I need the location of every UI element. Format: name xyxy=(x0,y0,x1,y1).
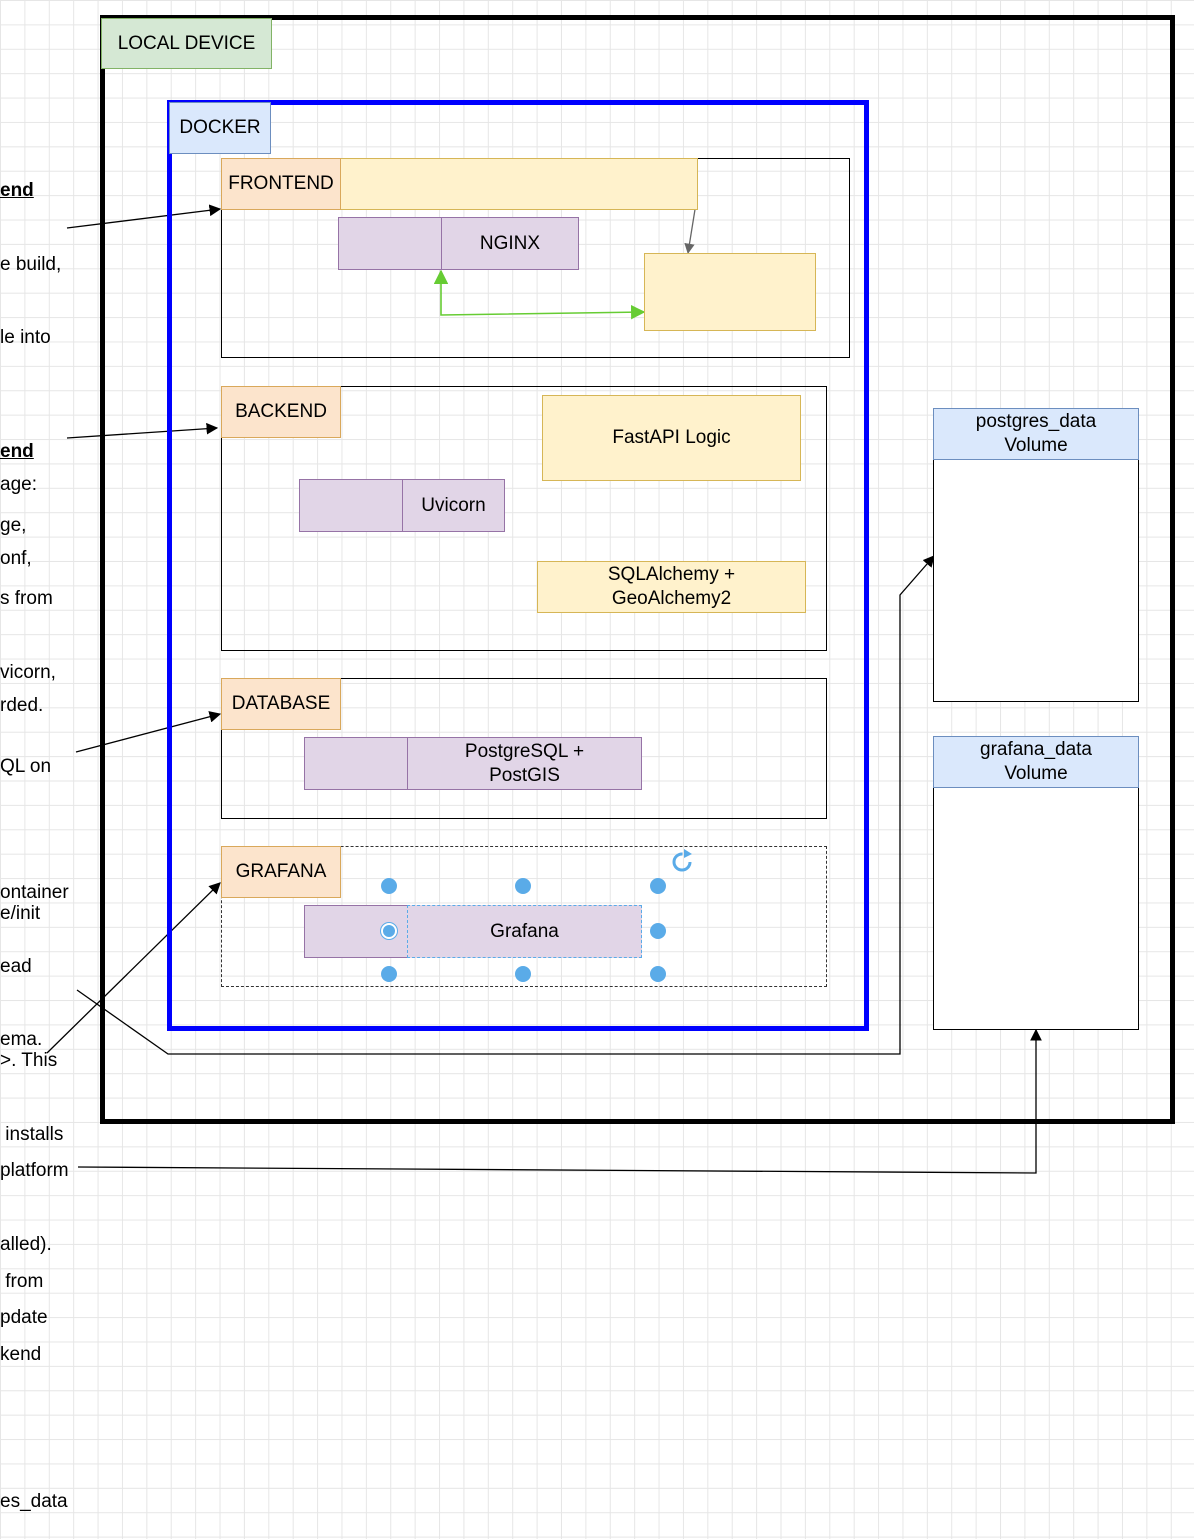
side-note-line xyxy=(0,829,68,854)
database-label: DATABASE xyxy=(221,678,341,730)
side-note-grafana: platform alled). pdate xyxy=(0,1110,69,1355)
side-note-backend-heading: end xyxy=(0,441,34,462)
side-note-line: rded. xyxy=(0,694,44,716)
side-note-line: ead xyxy=(0,955,32,977)
selection-handle[interactable] xyxy=(381,923,397,939)
side-note-line: s from xyxy=(0,588,53,609)
side-note-line: alled). xyxy=(0,1233,52,1255)
grafana-box[interactable]: Grafana xyxy=(407,905,642,958)
nginx-box[interactable]: NGINX xyxy=(441,217,579,270)
side-note-line: vicorn, xyxy=(0,661,56,683)
side-note-line: >. This xyxy=(0,1050,58,1071)
side-note-line: ontainer xyxy=(0,882,69,903)
selection-handle[interactable] xyxy=(650,966,666,982)
side-note-frontend: end e build, le into age: onf, rded. xyxy=(0,130,61,743)
side-note-line: e/init xyxy=(0,903,41,924)
local-device-container[interactable] xyxy=(100,15,1175,1124)
side-note-line: ge, xyxy=(0,514,27,536)
side-note-line: pdate xyxy=(0,1307,48,1328)
docker-label: DOCKER xyxy=(169,102,271,154)
fastapi-logic-box[interactable]: FastAPI Logic xyxy=(542,395,801,481)
side-note-line: installs xyxy=(0,1123,64,1145)
database-group[interactable] xyxy=(221,678,827,819)
local-device-label: LOCAL DEVICE xyxy=(101,18,272,69)
frontend-label: FRONTEND xyxy=(221,158,341,210)
selection-handle[interactable] xyxy=(381,878,397,894)
selection-handle[interactable] xyxy=(515,878,531,894)
selection-handle[interactable] xyxy=(381,966,397,982)
side-note-line: e build, xyxy=(0,253,62,275)
side-note-line: le into xyxy=(0,327,51,348)
side-note-frontend-heading: end xyxy=(0,180,34,201)
frontend-banner[interactable] xyxy=(340,158,698,210)
side-note-backend: end ge, s from vicorn, ontainer ead ema. xyxy=(0,391,69,1077)
selection-handle[interactable] xyxy=(650,923,666,939)
side-note-line xyxy=(0,976,68,1001)
side-note-line xyxy=(0,1417,68,1442)
nginx-left-cell[interactable] xyxy=(338,217,442,270)
side-note-line: platform xyxy=(0,1160,69,1181)
static-files-box[interactable] xyxy=(644,253,816,331)
side-note-line: age: xyxy=(0,474,37,495)
side-note-line: QL on xyxy=(0,756,52,777)
docker-container[interactable] xyxy=(167,100,869,1031)
selection-handle[interactable] xyxy=(650,878,666,894)
backend-group[interactable] xyxy=(221,386,827,651)
grafana-group[interactable] xyxy=(221,846,827,987)
grafana-label: GRAFANA xyxy=(221,846,341,898)
grafana-volume-label: grafana_data Volume xyxy=(933,736,1139,788)
backend-label: BACKEND xyxy=(221,386,341,438)
postgres-volume-label: postgres_data Volume xyxy=(933,408,1139,460)
sqlalchemy-box[interactable]: SQLAlchemy + GeoAlchemy2 xyxy=(537,561,806,613)
postgres-left-cell[interactable] xyxy=(304,737,408,790)
selection-handle[interactable] xyxy=(515,966,531,982)
side-note-line: onf, xyxy=(0,547,32,569)
postgresql-box[interactable]: PostgreSQL + PostGIS xyxy=(407,737,642,790)
uvicorn-box[interactable]: Uvicorn xyxy=(402,479,505,532)
side-note-line: es_data xyxy=(0,1491,68,1512)
uvicorn-left-cell[interactable] xyxy=(299,479,403,532)
side-note-line: ema. xyxy=(0,1029,43,1050)
